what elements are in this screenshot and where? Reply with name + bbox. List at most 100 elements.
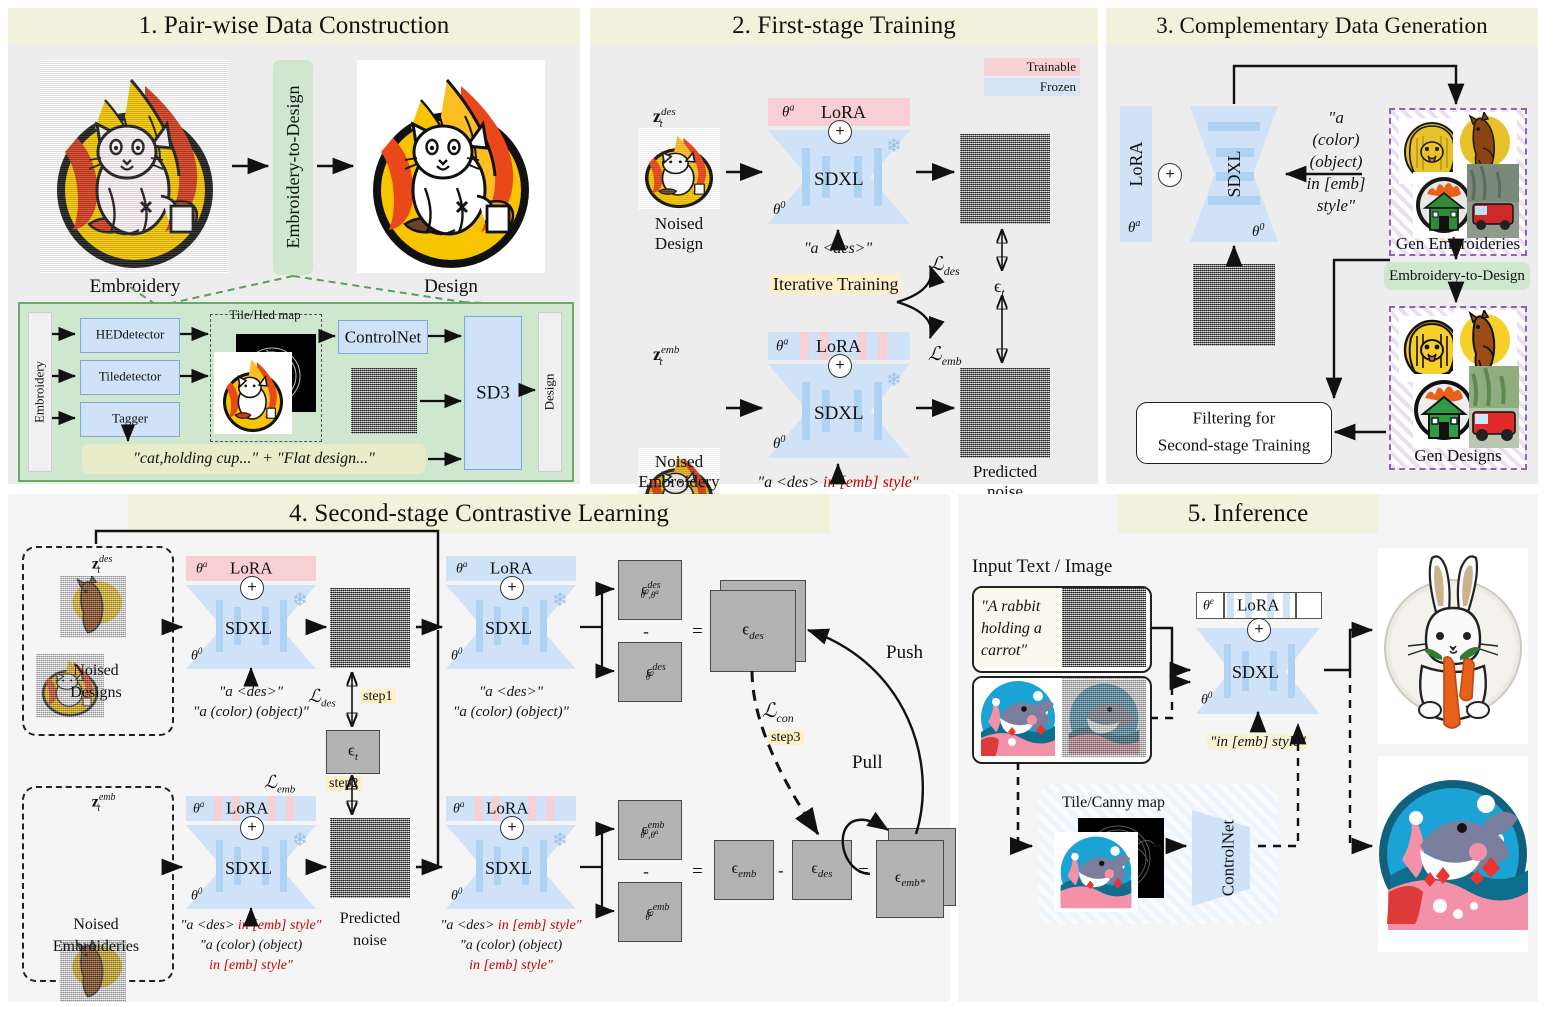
lora-label-bl-p4: LoRA (226, 798, 269, 818)
step3-text: step3 (768, 730, 804, 745)
output-dolphin-patch (1378, 756, 1528, 952)
eps-emb-star-front: ϵemb* (876, 840, 944, 918)
lora-stripe-br-3 (528, 796, 536, 821)
lora-blue-stripe-2-p5 (1245, 593, 1252, 618)
embroidery-to-design-detail: Embroidery HEDdetector Tiledetector Tagg… (18, 302, 574, 482)
prompt-box-p1: "cat,holding cup..." + "Flat design..." (82, 444, 426, 474)
text-prompt-l2: holding a (981, 620, 1042, 637)
panel-inference: 5. Inference Input Text / Image "A rabbi… (958, 494, 1538, 1002)
block-heddetector-label: HEDdetector (95, 326, 165, 342)
unet-bar-br-1 (476, 840, 483, 892)
iterative-training-text: Iterative Training (770, 274, 902, 294)
eps-emb-lora-label: ϵembθ0,θa (640, 819, 665, 840)
lora-label-tl-p4: LoRA (230, 558, 273, 578)
theta-0-tr-p4: θ0 (451, 646, 463, 664)
gen-embroideries-label: Gen Embroideries (1395, 234, 1521, 253)
rabbit-embroidery-icon (1378, 548, 1528, 744)
snowflake-icon-tl-p4: ❄ (292, 590, 308, 611)
output-rabbit-patch (1378, 548, 1528, 744)
lora-stripe-1 (800, 332, 809, 360)
plus-icon-bottom: + (828, 354, 852, 378)
dolphin-icon-clean (981, 681, 1055, 756)
loss-con-label: ℒcon (762, 700, 794, 725)
predicted-noise-top (960, 134, 1050, 224)
eps-emb-lora-box: ϵembθ0,θa (618, 800, 682, 860)
prompt-line-4-p3: in [emb] (1306, 174, 1366, 193)
lora-label-p5: LoRA (1237, 595, 1280, 615)
prompt-tr-l1-p4: "a <des>" (478, 684, 544, 700)
noised-designs-caption-l1: Noised (73, 662, 119, 679)
noised-design-image (638, 128, 720, 210)
noised-designs-caption-l2: Designs (70, 684, 122, 701)
design-image (357, 60, 545, 273)
tile-hed-map-region (210, 314, 322, 442)
unet-bar-bl-4 (280, 840, 287, 892)
noise-input-p5 (1062, 588, 1146, 667)
eps-des-lora-box: ϵdesθ0,θa (618, 560, 682, 620)
epsilon-t-box-p4: ϵt (326, 730, 380, 774)
sdxl-label-bottom: SDXL (814, 403, 864, 424)
snowflake-icon-bl-p4: ❄ (292, 830, 308, 851)
panel-complementary-data-generation: 3. Complementary Data Generation LoRA θa… (1106, 8, 1538, 484)
dolphin-noised-image (1062, 678, 1146, 758)
step1-text: step1 (360, 689, 396, 704)
sd3-block: SD3 (464, 316, 522, 470)
theta-a-bottom: θa (776, 336, 789, 355)
legend-frozen: Frozen (984, 78, 1080, 96)
plus-icon-p5: + (1247, 618, 1271, 642)
theta-0-bl-p4: θ0 (191, 886, 203, 904)
cat-patch-design (373, 79, 529, 268)
latent-emb-symbol-p4: zembt (91, 792, 116, 814)
lora-label-bottom: LoRA (816, 335, 861, 356)
loss-des-top: ℒdes (930, 254, 960, 278)
eps-des-term-box: ϵdes (792, 840, 852, 900)
theta-0-p3: θ0 (1252, 222, 1265, 240)
predicted-noise-cap-l1-p4: Predicted (339, 910, 401, 927)
controlnet-group-p5: Tile/Canny map (1038, 784, 1278, 924)
lora-bar-partial-bottom: θa LoRA (768, 332, 910, 360)
panel-second-stage-contrastive-learning: 4. Second-stage Contrastive Learning zde… (8, 494, 956, 1002)
theta-a-p3: θa (1128, 218, 1141, 236)
predicted-noise-cap-l2-p4: noise (353, 932, 387, 949)
prompt-bl-l1-p4: "a <des> in [emb] style" (180, 918, 321, 934)
snowflake-icon-top: ❄ (886, 136, 902, 157)
unet-bar-p5-2 (1242, 651, 1249, 691)
embroidery-to-design-converter: Embroidery-to-Design (273, 60, 313, 275)
cat-noised-design (644, 135, 714, 209)
theta-e-p5: θe (1203, 595, 1214, 614)
embroidery-to-design-p3: Embroidery-to-Design (1384, 262, 1530, 290)
sdxl-label-br-p4: SDXL (485, 858, 533, 878)
text-input-card[interactable]: "A rabbit holding a carrot" (972, 586, 1152, 673)
unet-bar-p3-3 (1216, 172, 1254, 181)
eps-des-term-label: ϵdes (811, 859, 833, 880)
image-input-card[interactable] (972, 676, 1152, 764)
panel-2-body: Trainable Frozen zdest (590, 44, 1098, 530)
theta-0-bottom: θ0 (773, 434, 786, 452)
design-caption: Design (424, 276, 478, 297)
lora-blue-stripe-1-p5 (1227, 593, 1234, 618)
tile-map-image-p5 (1054, 832, 1138, 912)
lora-stripe-2 (820, 332, 829, 360)
minus-br-p4: - (643, 862, 649, 881)
prompt-bl-l1-black: "a <des> (180, 918, 238, 933)
step2-text: step2 (326, 776, 362, 791)
house-emb-icon (1416, 177, 1472, 233)
unet-bar-bl-3 (262, 847, 269, 885)
prompt-bl-l3-p4: in [emb] style" (209, 958, 293, 973)
unet-bar-tr-1 (476, 600, 483, 652)
unet-bar-p3-4 (1208, 196, 1260, 205)
unet-bar-p3-1 (1208, 122, 1260, 131)
theta-a-top: θa (782, 102, 795, 121)
eps-des-lora-label: ϵdesθ0,θa (640, 579, 661, 600)
block-tiledetector-label: Tiledetector (98, 368, 162, 384)
tile-hed-map-label: Tile/Hed map (229, 307, 301, 322)
sdxl-label-p3: SDXL (1223, 150, 1244, 198)
sdxl-label-tl-p4: SDXL (225, 618, 273, 638)
plus-icon-tl-p4: + (240, 576, 264, 600)
dolphin-embroidery-icon (1378, 756, 1528, 952)
unet-bar-tr-3 (522, 607, 529, 645)
unet-bar-p5-3 (1270, 651, 1277, 691)
eps-emb-term-label: ϵemb (731, 859, 757, 880)
prompt-bl-l1-red: in [emb] style" (237, 918, 322, 933)
cat-patch-tile (222, 359, 284, 433)
